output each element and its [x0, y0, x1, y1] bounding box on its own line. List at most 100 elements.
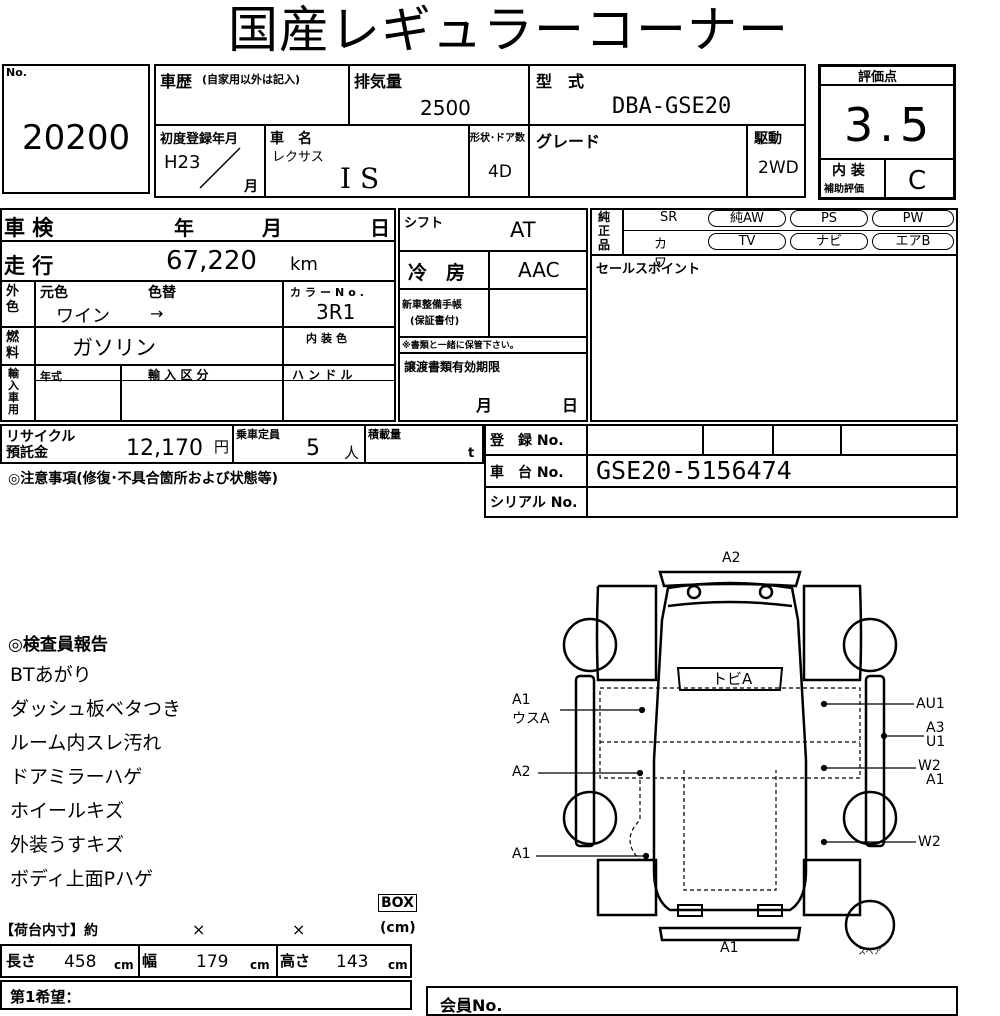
equip-tv: TV — [708, 233, 786, 250]
width-unit: cm — [250, 958, 270, 972]
wish-label: 第1希望： — [10, 988, 81, 1006]
dmg-spare: スペア — [858, 947, 882, 956]
dmg-right-3b: A1 — [926, 772, 945, 788]
mileage-value: 67,220 — [166, 246, 257, 276]
page-title: 国産レギュラーコーナー — [228, 1, 789, 59]
mileage-unit: km — [290, 254, 318, 275]
height-value: 143 — [336, 952, 369, 972]
slash-mark — [199, 147, 241, 189]
box-label: BOX — [378, 894, 417, 912]
shaken-label: 車 検 — [4, 216, 54, 240]
member-box — [426, 986, 958, 1016]
interior-sub: 補助評価 — [824, 184, 864, 195]
equip-sr: SR — [660, 210, 678, 225]
car-name-label: 車 名 — [270, 131, 312, 147]
recycle-unit: 円 — [214, 438, 230, 456]
length-unit: cm — [114, 958, 134, 972]
recycle-label-1: リサイクル — [6, 429, 76, 445]
capacity-label: 乗車定員 — [236, 428, 280, 441]
member-label: 会員No. — [440, 996, 503, 1015]
docs-day: 日 — [562, 396, 579, 415]
history-label: 車歴 — [160, 72, 193, 91]
drive-label: 駆動 — [754, 131, 782, 147]
dmg-bottom: A1 — [720, 940, 739, 956]
ac-label: 冷 房 — [408, 262, 466, 284]
equip-leather: カワ — [654, 237, 668, 271]
score-box — [818, 64, 956, 200]
fuel-value: ガソリン — [72, 336, 156, 360]
height-label: 高さ — [280, 952, 311, 970]
color-no: 3R1 — [316, 300, 356, 324]
cargo-grid — [0, 944, 412, 978]
car-name: I S — [340, 162, 380, 195]
report-line: ルーム内スレ汚れ — [10, 732, 162, 754]
length-label: 長さ — [6, 952, 37, 970]
interior-color-label: 内装色 — [306, 332, 351, 345]
chassis-label: 車 台 No. — [490, 465, 564, 481]
shaken-year: 年 — [174, 216, 194, 240]
shape-label: 形状･ドア数 — [470, 133, 525, 144]
chassis-value: GSE20-5156474 — [596, 456, 792, 485]
manual-note: ※書類と一緒に保管下さい。 — [402, 341, 519, 351]
load-unit: t — [468, 446, 475, 461]
dmg-left-1b: ウスA — [512, 711, 550, 727]
displacement-value: 2500 — [420, 96, 471, 120]
manual-label: 新車整備手帳 — [402, 300, 462, 311]
recycle-label-2: 預託金 — [6, 445, 48, 461]
equip-navi: ナビ — [790, 233, 868, 250]
lot-number-box — [2, 64, 150, 194]
model-value: DBA-GSE20 — [612, 94, 732, 119]
shaken-day: 日 — [370, 216, 390, 240]
capacity-value: 5 — [306, 436, 320, 461]
interior-grade: C — [908, 166, 927, 196]
no-label: No. — [6, 66, 27, 79]
report-line: 外装うすキズ — [10, 834, 125, 856]
capacity-unit: 人 — [344, 444, 360, 462]
shift-value: AT — [510, 218, 536, 242]
first-reg-label: 初度登録年月 — [160, 132, 239, 147]
shape-value: 4D — [488, 162, 512, 182]
report-line: ボディ上面Pハゲ — [10, 868, 154, 890]
lot-number: 20200 — [22, 118, 131, 158]
dmg-right-2b: U1 — [926, 734, 946, 750]
recolor-label: 色替 — [148, 285, 176, 301]
cargo-x-1: × — [192, 920, 206, 939]
dmg-left-3: A1 — [512, 846, 531, 862]
fuel-label: 燃料 — [6, 330, 20, 361]
dmg-right-3a: W2 — [918, 758, 941, 774]
equip-pw: PW — [872, 210, 954, 227]
report-line: ホイールキズ — [10, 800, 125, 822]
registration-grid — [484, 424, 958, 518]
drive-value: 2WD — [758, 158, 799, 178]
orig-color: ワイン — [56, 306, 110, 327]
shift-ac-grid — [398, 208, 588, 422]
model-label: 型 式 — [536, 72, 585, 91]
equip-ps: PS — [790, 210, 868, 227]
shaken-month: 月 — [262, 216, 282, 240]
displacement-label: 排気量 — [354, 72, 403, 91]
inspector-label: ◎検査員報告 — [8, 635, 108, 655]
recycle-value: 12,170 — [126, 436, 203, 461]
dmg-right-2a: A3 — [926, 720, 945, 736]
history-note: (自家用以外は記入) — [202, 73, 301, 86]
equip-airbag: エアB — [872, 233, 954, 250]
mileage-label: 走 行 — [4, 254, 54, 278]
dmg-right-4: W2 — [918, 834, 941, 850]
import-class-label: 輸 入 区 分 — [148, 368, 209, 382]
cargo-unit: (cm) — [380, 920, 416, 936]
vehicle-info-grid — [0, 208, 396, 422]
handle-label: ハ ン ド ル — [292, 368, 353, 382]
dmg-roof: トビA — [712, 670, 753, 688]
spec-grid-top — [154, 64, 806, 198]
width-value: 179 — [196, 952, 229, 972]
dmg-right-1: AU1 — [916, 696, 945, 712]
maker: レクサス — [272, 150, 324, 165]
docs-month: 月 — [476, 396, 493, 415]
docs-label: 譲渡書類有効期限 — [404, 360, 501, 374]
ac-value: AAC — [518, 258, 560, 282]
exterior-label: 外色 — [6, 284, 20, 315]
reg-no-label: 登 録 No. — [490, 433, 564, 449]
first-reg-month-unit: 月 — [244, 179, 258, 195]
genuine-label: 純正品 — [598, 210, 611, 252]
recycle-grid — [0, 424, 484, 464]
